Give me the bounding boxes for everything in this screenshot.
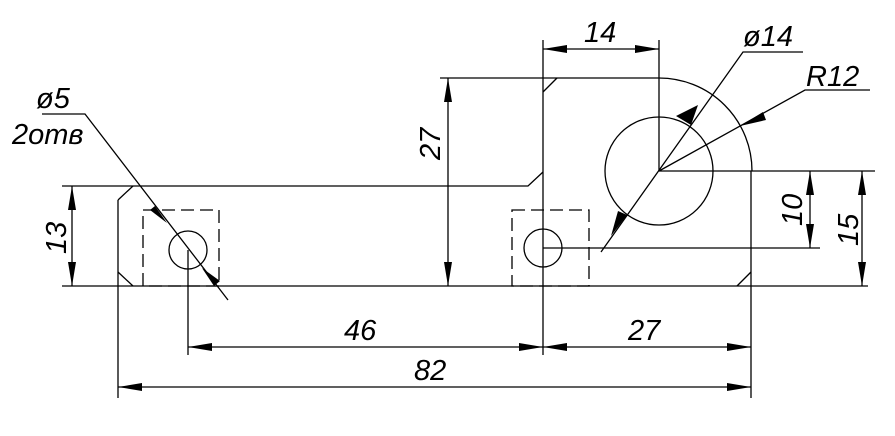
- part-outline: [62, 40, 875, 398]
- leaders: [42, 51, 870, 301]
- dim-14-top: 14: [584, 17, 616, 49]
- dim-15: 15: [833, 213, 865, 246]
- dim-82: 82: [414, 355, 446, 387]
- dim-13: 13: [41, 222, 73, 254]
- dim-dia-14: ø14: [743, 21, 793, 53]
- holes: [142, 209, 590, 355]
- dim-27-bottom: 27: [627, 315, 662, 347]
- hole-diameter-label: ø5: [36, 83, 71, 115]
- dim-radius-12: R12: [806, 61, 859, 93]
- dim-27-vertical: 27: [415, 126, 447, 161]
- hole-count-label: 2отв: [11, 119, 84, 151]
- dimension-lines: [68, 45, 866, 391]
- dim-10: 10: [777, 194, 809, 226]
- labels: ø5 2отв 14 ø14 R12 27 13 10 15 46 27 82: [11, 17, 865, 387]
- dim-46: 46: [344, 315, 377, 347]
